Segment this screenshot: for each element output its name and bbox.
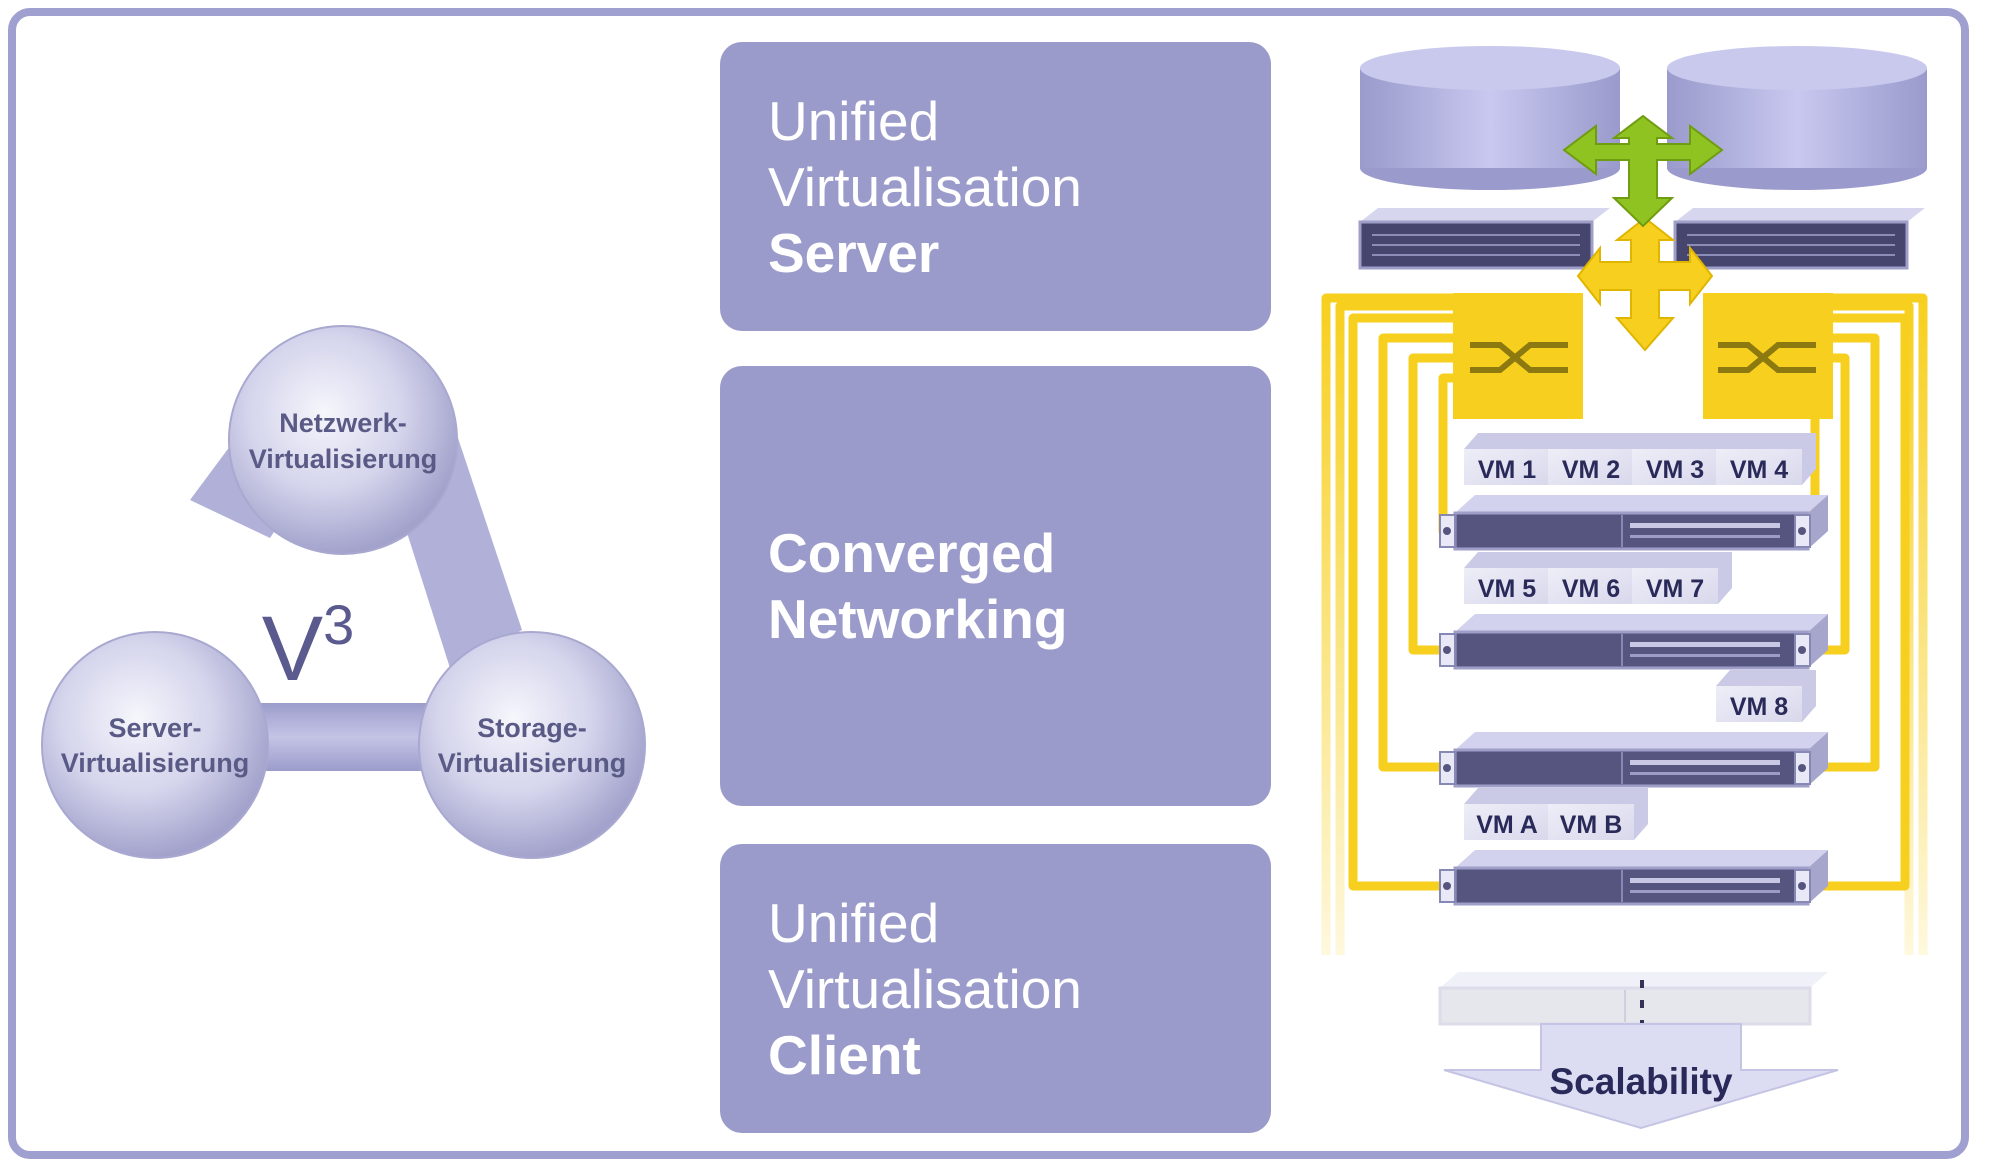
cable	[1438, 373, 1453, 537]
network-virtualisation-node: Netzwerk- Virtualisierung	[228, 325, 458, 555]
server-3: VM 8	[1439, 670, 1828, 788]
vm-label: VM 1	[1478, 456, 1536, 484]
vm-block: VM 5	[1464, 552, 1564, 604]
vm-label: VM 7	[1646, 575, 1704, 603]
network-switch-icon	[1453, 293, 1583, 419]
svg-text:Storage-: Storage-	[477, 713, 587, 743]
panel-line: Unified	[768, 89, 940, 152]
panel-line: Virtualisation	[768, 957, 1082, 1020]
vm-label: VM 2	[1562, 456, 1620, 484]
virtualisation-triangle: V3 Netzwerk- Virtualisierung Server- Vir…	[41, 325, 646, 859]
vm-block: VM 8	[1716, 670, 1816, 722]
storage-controller-icon	[1673, 208, 1925, 270]
panel-unified-virtualisation-server: Unified Virtualisation Server	[720, 42, 1271, 331]
svg-text:Virtualisierung: Virtualisierung	[438, 748, 627, 778]
v3-label: V3	[262, 593, 355, 700]
svg-text:Server-: Server-	[108, 713, 201, 743]
server-virtualisation-node: Server- Virtualisierung	[41, 631, 269, 859]
server-1: VM 1 VM 2 VM 3 VM 4	[1439, 433, 1828, 551]
panel-unified-virtualisation-client: Unified Virtualisation Client	[720, 844, 1271, 1133]
network-switch-icon	[1703, 293, 1833, 419]
cable	[1321, 293, 1453, 955]
vm-label: VM 3	[1646, 456, 1704, 484]
vm-block: VM B	[1548, 788, 1648, 840]
network-cables	[1321, 293, 1928, 955]
panel-line: Unified	[768, 891, 940, 954]
storage-disk-icon	[1360, 46, 1620, 190]
continuation-dots	[1640, 980, 1644, 1028]
panel-line-emphasis: Server	[768, 221, 940, 284]
scalability-label: Scalability	[1549, 1061, 1732, 1102]
cable	[1800, 333, 1880, 772]
yellow-cross-arrow-icon	[1576, 216, 1714, 352]
scalability-arrow-icon	[1443, 1023, 1839, 1130]
vm-label: VM A	[1476, 811, 1538, 839]
cable	[1378, 333, 1453, 772]
panel-line-emphasis: Networking	[768, 588, 1068, 650]
panel-line: Virtualisation	[768, 155, 1082, 218]
server-2: VM 5 VM 6 VM 7	[1439, 552, 1828, 670]
svg-text:Virtualisierung: Virtualisierung	[249, 444, 438, 474]
vm-label: VM 8	[1730, 693, 1788, 721]
cable	[1833, 293, 1928, 955]
faded-server-icon	[1438, 972, 1828, 1026]
panel-converged-networking: Converged Networking	[720, 366, 1271, 806]
vm-block: VM A	[1464, 788, 1564, 840]
green-cross-arrow-icon	[1562, 114, 1724, 228]
storage-virtualisation-node: Storage- Virtualisierung	[418, 631, 646, 859]
vm-block: VM 4	[1716, 433, 1816, 485]
cable	[1348, 313, 1453, 891]
server-4: VM A VM B	[1439, 788, 1828, 906]
vm-label: VM 5	[1478, 575, 1536, 603]
vm-block: VM 1	[1464, 433, 1564, 485]
vm-label: VM 6	[1562, 575, 1620, 603]
storage-disk-icon	[1667, 46, 1927, 190]
panel-line-emphasis: Client	[768, 1023, 921, 1086]
cable	[1335, 301, 1453, 955]
cable	[1408, 353, 1453, 655]
vm-block: VM 2	[1548, 433, 1648, 485]
vm-label: VM 4	[1730, 456, 1788, 484]
panel-line-emphasis: Converged	[768, 522, 1056, 584]
svg-text:Virtualisierung: Virtualisierung	[61, 748, 250, 778]
vm-block: VM 7	[1632, 552, 1732, 604]
svg-text:Netzwerk-: Netzwerk-	[279, 408, 407, 438]
vm-block: VM 6	[1548, 552, 1648, 604]
server-stack: VM 1 VM 2 VM 3 VM 4 VM 5 VM 6 VM 7 VM 8 VM A VM B	[1439, 433, 1828, 906]
storage-controller-icon	[1358, 208, 1610, 270]
vm-label: VM B	[1560, 811, 1623, 839]
cable	[1833, 301, 1914, 955]
vm-block: VM 3	[1632, 433, 1732, 485]
